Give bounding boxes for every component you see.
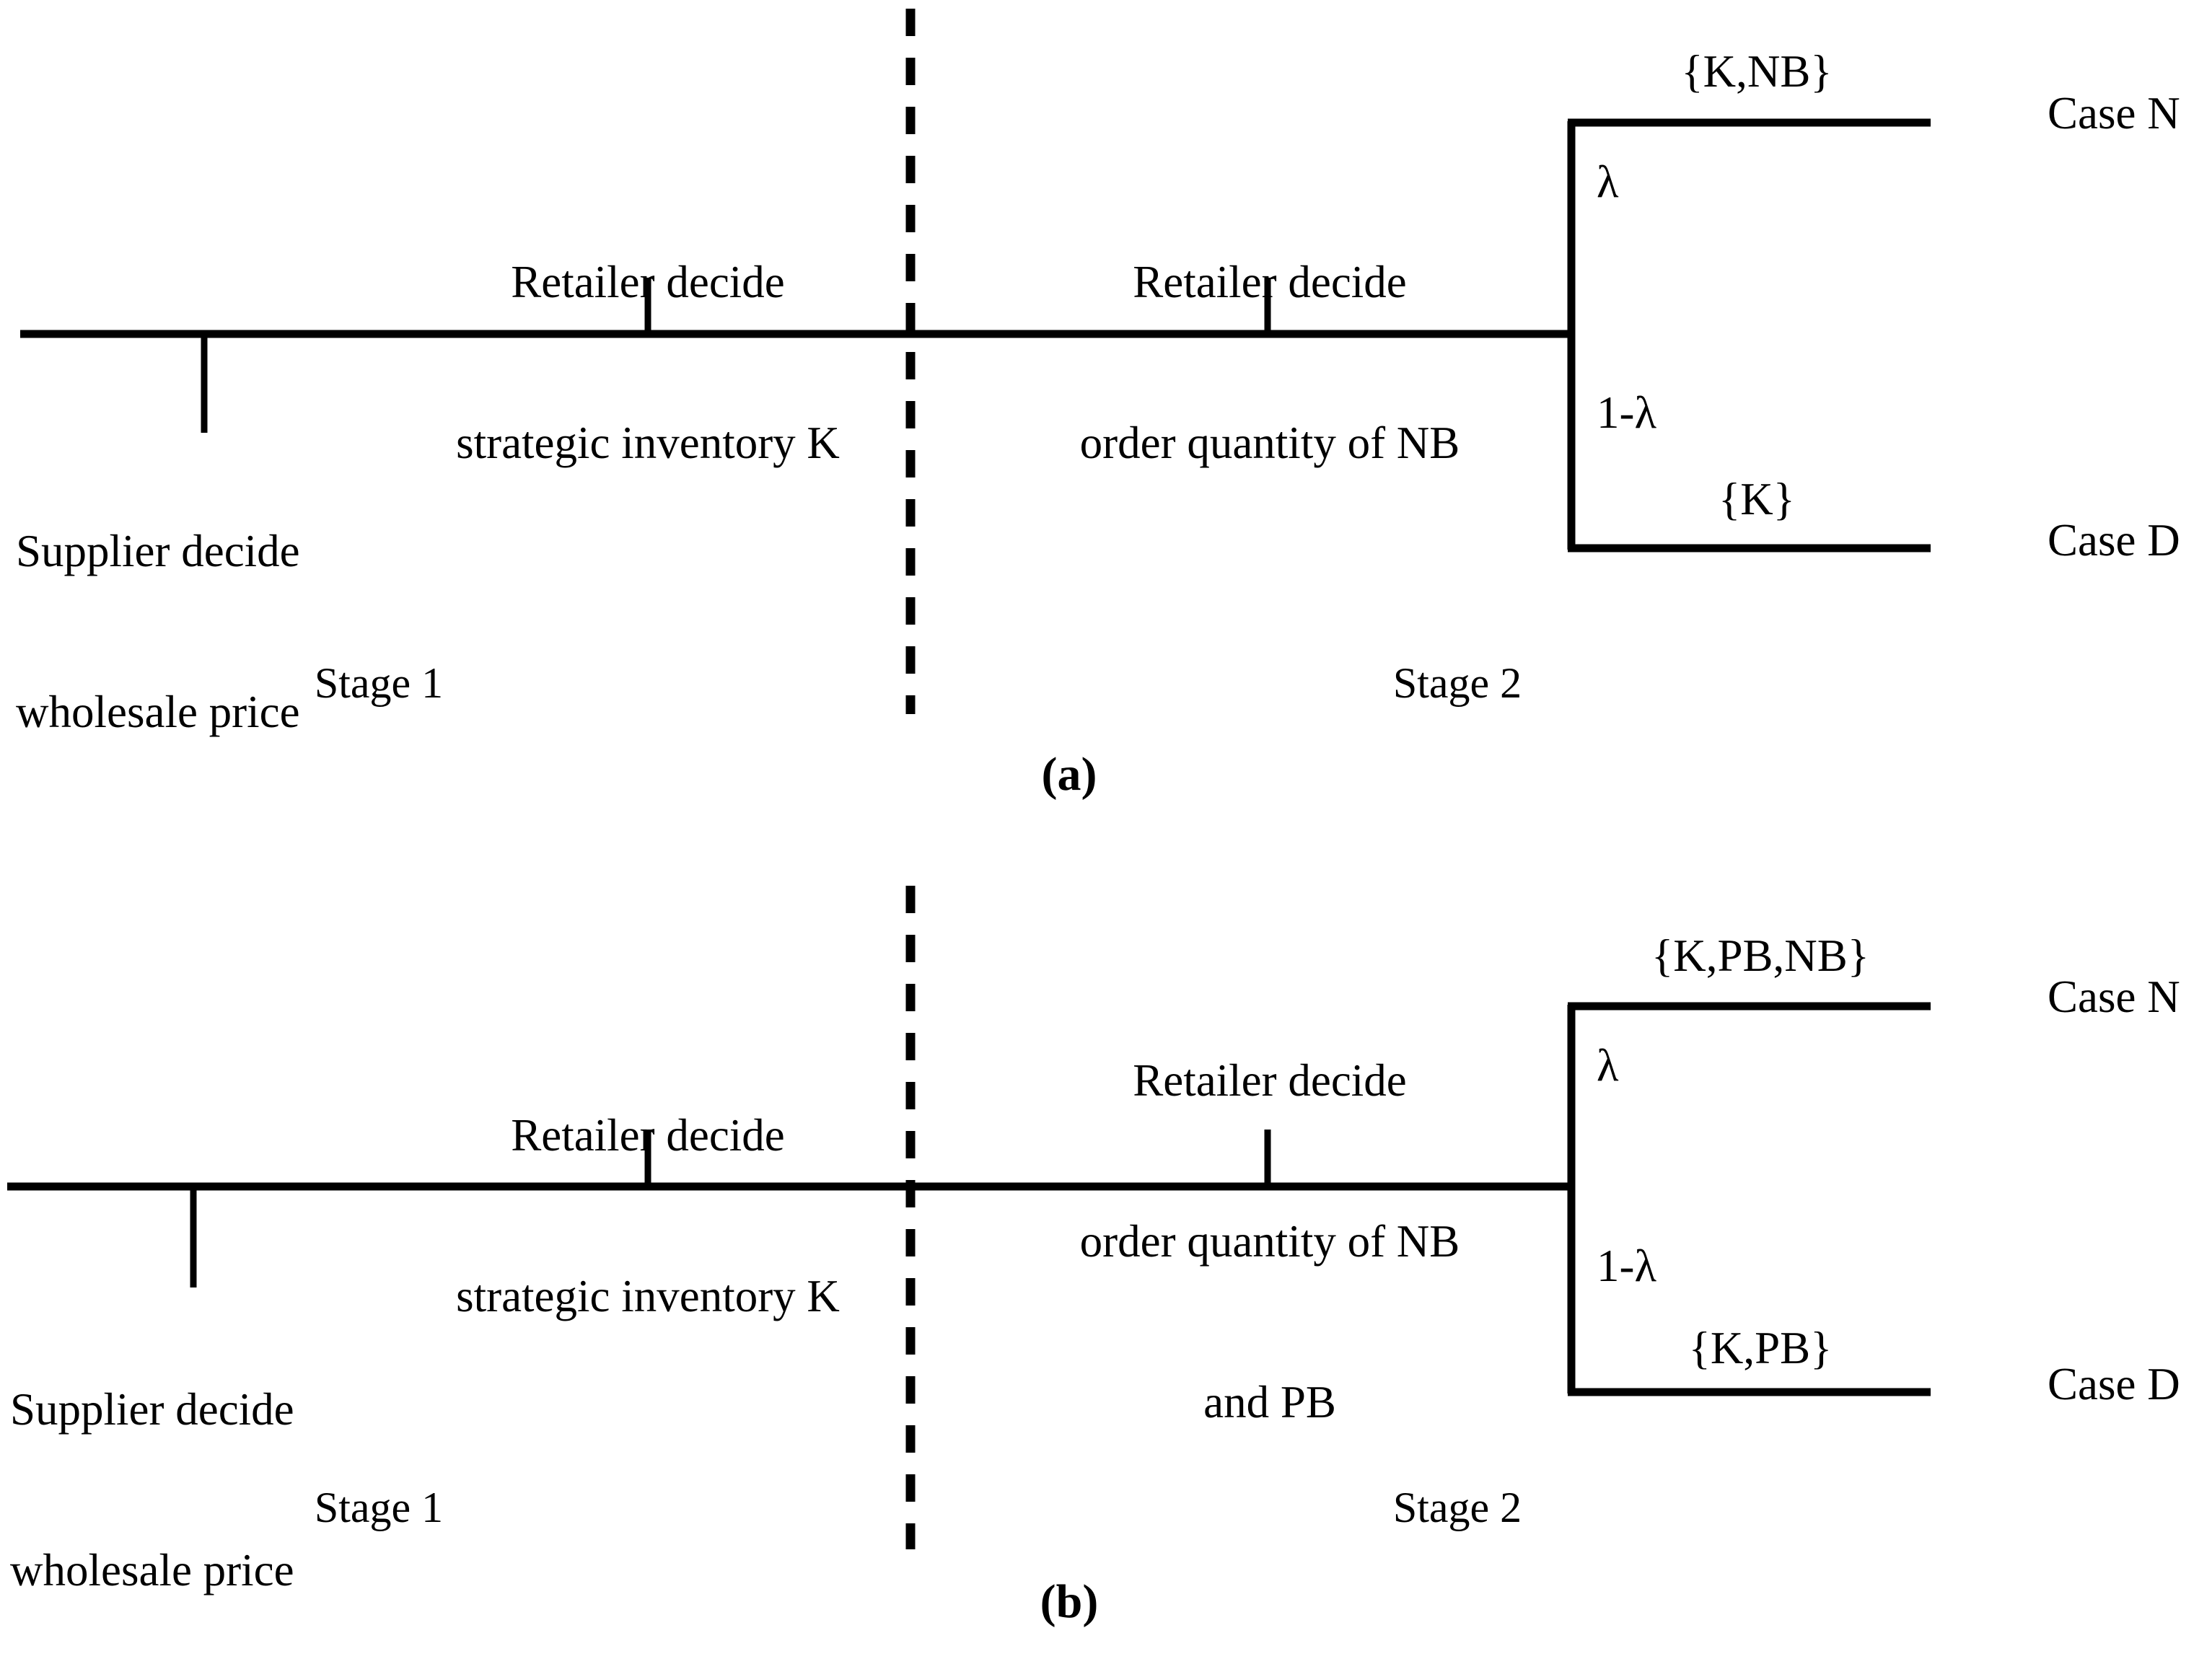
panel-b-branch-bottom-outcome: Case D: [2048, 1359, 2180, 1409]
panel-b-stage1-event-label: Retailer decide strategic inventory K: [388, 1001, 908, 1430]
panel-b-stage1-label: Stage 1: [314, 1484, 444, 1531]
panel-a-stage2-event-label: Retailer decide order quantity of NB: [1010, 148, 1529, 577]
panel-a-caption: (a): [1041, 748, 1097, 801]
panel-a-supplier-label: Supplier decide wholesale price: [16, 417, 478, 846]
panel-a-supplier-label-line2: wholesale price: [16, 686, 300, 737]
panel-b-caption: (b): [1040, 1575, 1099, 1628]
panel-b-stage2-event-line2: order quantity of NB: [1079, 1215, 1460, 1267]
panel-a-stage1-label: Stage 1: [314, 659, 444, 707]
panel-a-stage1-event-label: Retailer decide strategic inventory K: [388, 148, 908, 577]
panel-a-branch-top-outcome: Case N: [2048, 88, 2180, 138]
panel-b-supplier-label: Supplier decide wholesale price: [10, 1275, 472, 1664]
panel-a-branch-bottom-probability: 1-λ: [1597, 387, 1657, 438]
panel-a-stage1-event-line2: strategic inventory K: [456, 417, 840, 468]
panel-a-branch-bottom-outcome: Case D: [2048, 515, 2180, 565]
panel-b-supplier-label-line1: Supplier decide: [10, 1383, 294, 1435]
panel-b-branch-bottom-set: {K,PB}: [1688, 1323, 1833, 1373]
panel-b-stage1-event-line1: Retailer decide: [511, 1109, 785, 1161]
panel-b-branch-top-probability: λ: [1597, 1040, 1619, 1091]
panel-b-stage2-event-line3: and PB: [1203, 1376, 1336, 1427]
panel-a-stage1-event-line1: Retailer decide: [511, 256, 785, 307]
panel-a-branch-top-set: {K,NB}: [1681, 46, 1833, 97]
panel-b-branch-top-outcome: Case N: [2048, 972, 2180, 1022]
panel-b-stage2-label: Stage 2: [1392, 1484, 1522, 1531]
panel-b-stage2-event-label: Retailer decide order quantity of NB and…: [1010, 946, 1529, 1536]
panel-a-stage2-label: Stage 2: [1392, 659, 1522, 707]
panel-b-branch-top-set: {K,PB,NB}: [1651, 930, 1870, 981]
panel-b-stage1-event-line2: strategic inventory K: [456, 1270, 840, 1321]
panel-b-branch-bottom-probability: 1-λ: [1597, 1241, 1657, 1291]
panel-a-branch-top-probability: λ: [1597, 157, 1619, 207]
panel-a-stage2-event-line1: Retailer decide: [1133, 256, 1407, 307]
panel-a-branch-bottom-set: {K}: [1719, 474, 1795, 524]
panel-a-stage2-event-line2: order quantity of NB: [1079, 417, 1460, 468]
panel-a-supplier-label-line1: Supplier decide: [16, 525, 300, 576]
panel-b-supplier-label-line2: wholesale price: [10, 1544, 294, 1595]
panel-b-stage2-event-line1: Retailer decide: [1133, 1055, 1407, 1106]
